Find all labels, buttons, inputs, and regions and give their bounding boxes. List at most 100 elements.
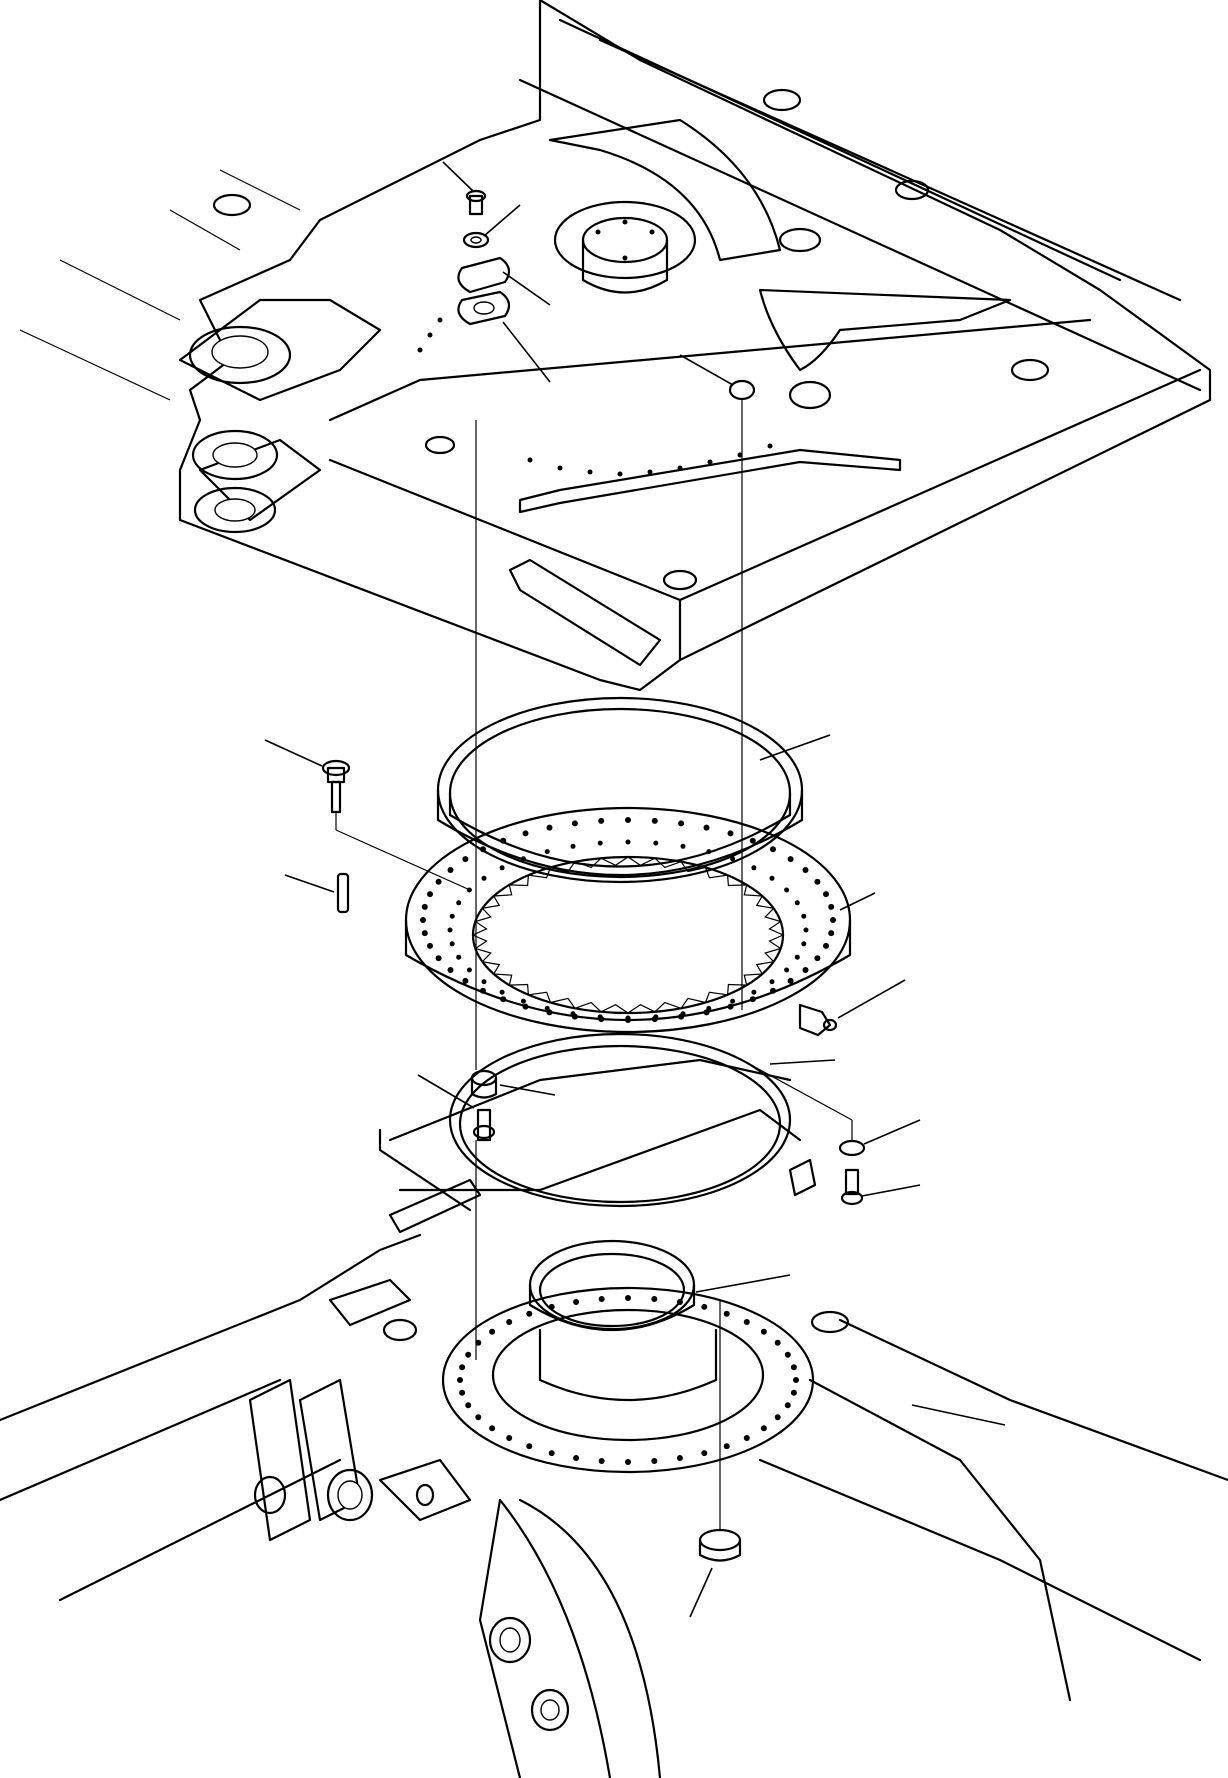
grease-fitting-cover-bolt: [468, 194, 484, 216]
bolt-hole: [676, 1299, 683, 1305]
bolt-hole: [500, 837, 507, 844]
bolt-hole: [598, 1458, 605, 1464]
bolt-hole: [727, 830, 734, 837]
bolt-hole: [676, 1455, 683, 1461]
bolt-hole: [794, 954, 800, 960]
bolt-hole: [784, 1402, 791, 1409]
center-seal: [528, 1239, 696, 1332]
bolt-hole: [570, 1011, 576, 1017]
bolt-hole: [420, 917, 426, 923]
bolt-hole: [462, 856, 469, 863]
bolt-hole: [625, 817, 631, 823]
bolt-hole: [770, 846, 776, 853]
bolt-hole: [730, 998, 736, 1004]
bolt-hole: [814, 878, 821, 885]
bolt-hole: [760, 1425, 767, 1432]
bolt-hole: [489, 1425, 496, 1432]
bolt-hole: [597, 1014, 603, 1020]
bolt-hole: [447, 967, 454, 973]
bolt-hole: [701, 1303, 708, 1310]
bolt-hole: [548, 1450, 555, 1457]
cover-plate: [457, 256, 511, 294]
bolt-hole: [546, 824, 553, 831]
bolt-hole: [465, 1351, 472, 1358]
bolt-hole: [506, 1319, 513, 1325]
bolt-hole: [723, 1443, 730, 1450]
bolt-hole: [481, 875, 487, 881]
bolt-hole: [680, 843, 686, 849]
bolt-hole: [802, 867, 809, 873]
bolt-hole: [802, 967, 809, 973]
bolt-hole: [769, 979, 775, 985]
bolt-hole: [774, 1414, 781, 1421]
bolt-hole: [749, 837, 756, 844]
bolt-hole: [774, 1339, 781, 1346]
cover-washer: [462, 231, 490, 249]
bolt-hole: [625, 1459, 631, 1465]
bolt-hole: [544, 849, 550, 855]
bolt-hole: [830, 917, 836, 923]
bolt-hole: [427, 891, 433, 898]
bolt-hole: [701, 1450, 708, 1457]
bolt-hole: [571, 820, 578, 827]
bolt-hole: [784, 967, 790, 973]
bolt-hole: [548, 1303, 555, 1310]
bolt-hole: [499, 865, 505, 871]
bolt-hole: [828, 930, 835, 937]
cover-gasket: [457, 290, 511, 326]
bolt-hole: [680, 1011, 686, 1017]
bolt-hole: [625, 1295, 631, 1301]
track-frame-bolt-holes: [457, 1295, 799, 1465]
grease-fitting: [798, 1003, 838, 1037]
bolt-hole: [462, 977, 469, 984]
bolt-hole: [456, 900, 462, 906]
bolt-hole: [421, 903, 428, 910]
bolt-hole: [447, 927, 453, 933]
bolt-hole: [598, 817, 605, 824]
bolt-hole: [803, 927, 809, 933]
bolt-hole: [651, 1458, 658, 1464]
lower-bolt-left: [472, 1108, 496, 1142]
bolt-hole: [526, 1443, 533, 1450]
bolt-hole: [814, 955, 821, 962]
leader-lines: [264, 161, 1006, 1618]
bolt-hole: [546, 1009, 553, 1016]
bolt-hole: [625, 1015, 631, 1021]
frame-bolt-holes: [417, 219, 773, 477]
bolt-hole: [706, 1005, 712, 1011]
bolt-hole: [598, 1296, 605, 1302]
bolt-hole: [573, 1455, 580, 1461]
bolt-hole: [481, 979, 487, 985]
lower-bolt: [840, 1168, 864, 1206]
bolt-hole: [597, 840, 603, 846]
revolving-frame: [19, 0, 1212, 692]
bolt-hole: [828, 903, 835, 910]
bolt-hole: [703, 1009, 710, 1016]
bolt-hole: [465, 1402, 472, 1409]
bolt-hole: [522, 830, 529, 837]
bolt-hole: [522, 1003, 529, 1010]
bolt-hole: [730, 856, 736, 862]
bolt-hole: [427, 942, 433, 949]
bolt-hole: [506, 1435, 513, 1441]
bolt-hole: [801, 913, 807, 919]
bolt-hole: [751, 865, 757, 871]
bolt-hole: [489, 1328, 496, 1335]
bolt-hole: [823, 891, 829, 898]
bolt-hole: [625, 839, 631, 845]
bolt-hole: [480, 846, 486, 853]
bolt-hole: [544, 1005, 550, 1011]
bolt-hole: [456, 954, 462, 960]
bolt-hole: [526, 1310, 533, 1317]
upper-seal-ring: [436, 696, 804, 884]
bolt-hole: [801, 941, 807, 947]
alignment-lines: [335, 400, 853, 1530]
bolt-hole: [787, 977, 794, 984]
bolt-hole: [769, 875, 775, 881]
bolt-hole: [787, 856, 794, 863]
bolt-hole: [500, 996, 507, 1003]
bolt-hole: [651, 1296, 658, 1302]
bolt-hole: [790, 1364, 797, 1371]
bolt-hole: [475, 1339, 482, 1346]
